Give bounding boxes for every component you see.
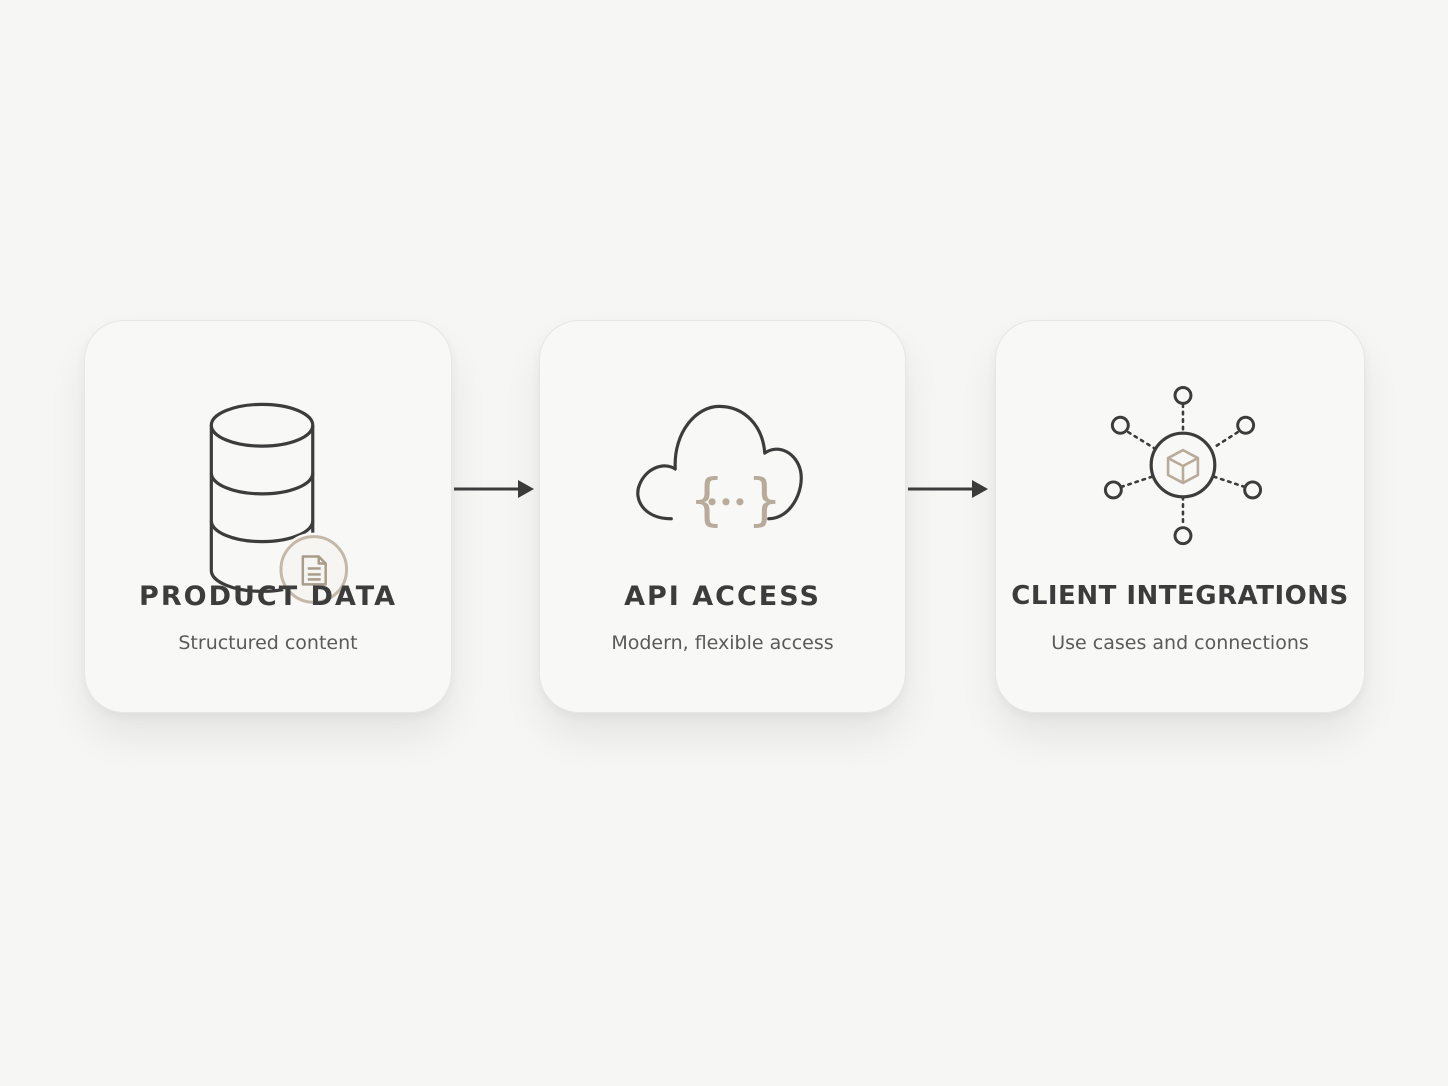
step-card-product-data: PRODUCT DATA Structured content: [84, 320, 452, 713]
step-card-client-integrations: CLIENT INTEGRATIONS Use cases and connec…: [995, 320, 1365, 713]
svg-text:}: }: [747, 468, 782, 533]
step-title: PRODUCT DATA: [139, 581, 397, 612]
svg-text:{: {: [689, 468, 724, 533]
database-document-icon: [209, 402, 351, 607]
step-title: API ACCESS: [624, 581, 821, 612]
step-subtitle: Structured content: [178, 632, 358, 654]
step-subtitle: Use cases and connections: [1051, 632, 1309, 654]
network-cube-icon: [1103, 385, 1263, 546]
flow-arrow-right-icon: [454, 480, 534, 498]
step-title: CLIENT INTEGRATIONS: [1011, 581, 1349, 611]
step-subtitle: Modern, flexible access: [611, 632, 834, 654]
cloud-api-icon: { }: [636, 404, 803, 533]
step-card-api-access: { } API ACCESS Modern, flexible access: [539, 320, 906, 713]
flow-arrow-right-icon: [908, 480, 988, 498]
